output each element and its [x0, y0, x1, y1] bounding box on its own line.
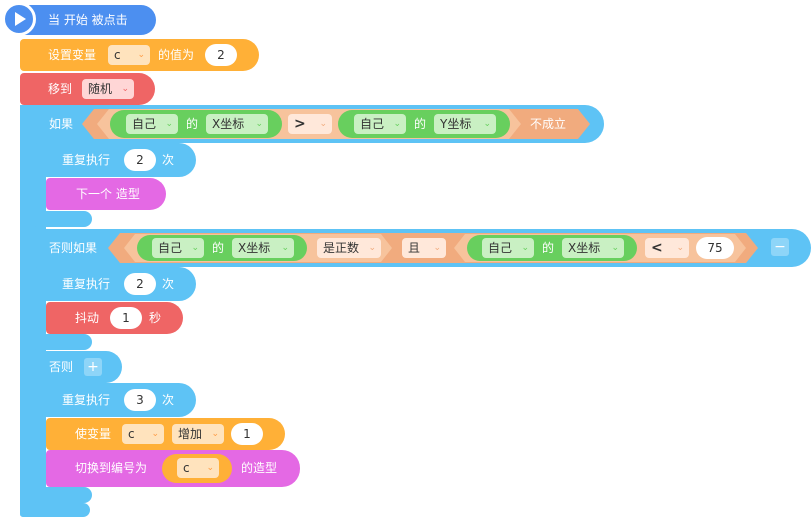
sprite-dropdown-value: 自己: [158, 241, 183, 255]
property-dropdown-value: X坐标: [238, 241, 271, 255]
chevron-down-icon: ⌄: [121, 84, 129, 94]
chevron-down-icon: ⌄: [211, 429, 219, 439]
switch-costume-suffix: 的造型: [241, 461, 278, 475]
play-icon: [2, 2, 36, 36]
change-operation-dropdown[interactable]: 增加 ⌄: [172, 424, 224, 444]
plus-icon: +: [87, 359, 99, 375]
chevron-down-icon: ⌄: [165, 119, 173, 129]
number-check-value: 是正数: [323, 241, 360, 255]
repeat-label: 重复执行: [62, 277, 111, 291]
repeat-times-label: 次: [162, 153, 175, 167]
of-label: 的: [542, 241, 555, 255]
repeat-times-label: 次: [162, 393, 175, 407]
chevron-down-icon: ⌄: [611, 243, 619, 253]
move-target-value: 随机: [88, 82, 113, 96]
repeat-block-bottom: [34, 211, 92, 227]
variable-dropdown[interactable]: c ⌄: [177, 458, 219, 478]
chevron-down-icon: ⌄: [319, 119, 327, 129]
property-dropdown[interactable]: X坐标 ⌄: [232, 238, 294, 258]
move-target-dropdown[interactable]: 随机 ⌄: [82, 79, 134, 99]
repeat-count-input[interactable]: 2: [124, 149, 156, 171]
chevron-down-icon: ⌄: [433, 243, 441, 253]
repeat-block[interactable]: [34, 143, 196, 177]
repeat-count-input[interactable]: 3: [124, 389, 156, 411]
if-label: 如果: [49, 117, 74, 131]
chevron-down-icon: ⌄: [281, 243, 289, 253]
shake-duration-input[interactable]: 1: [110, 307, 142, 329]
else-if-label: 否则如果: [49, 241, 98, 255]
repeat-label: 重复执行: [62, 393, 111, 407]
sprite-dropdown-value: 自己: [360, 117, 385, 131]
sprite-dropdown[interactable]: 自己 ⌄: [152, 238, 204, 258]
variable-dropdown-value: c: [114, 48, 121, 62]
comparison-operator-value: >: [294, 116, 306, 132]
of-label: 的: [414, 117, 427, 131]
if-else-bottom-cap: [20, 503, 90, 517]
logic-operator-value: 且: [408, 241, 421, 255]
set-variable-label: 设置变量: [48, 48, 97, 62]
minus-icon: −: [774, 239, 786, 255]
change-variable-label: 使变量: [75, 427, 112, 441]
move-to-label: 移到: [48, 82, 73, 96]
chevron-down-icon: ⌄: [137, 50, 145, 60]
sprite-dropdown-value: 自己: [488, 241, 513, 255]
property-dropdown-value: X坐标: [568, 241, 601, 255]
variable-dropdown-value: c: [128, 427, 135, 441]
change-operation-value: 增加: [178, 427, 203, 441]
number-check-dropdown[interactable]: 是正数 ⌄: [317, 238, 381, 258]
if-else-spine: [20, 105, 34, 517]
repeat-label: 重复执行: [62, 153, 111, 167]
comparison-operator-dropdown[interactable]: > ⌄: [288, 114, 332, 134]
repeat-block-bottom: [34, 334, 92, 350]
sprite-dropdown[interactable]: 自己 ⌄: [482, 238, 534, 258]
repeat-times-label: 次: [162, 277, 175, 291]
of-label: 的: [186, 117, 199, 131]
chevron-down-icon: ⌄: [255, 119, 263, 129]
repeat-block[interactable]: [34, 383, 196, 417]
comparison-operator-value: <: [651, 240, 663, 256]
chevron-down-icon: ⌄: [521, 243, 529, 253]
chevron-down-icon: ⌄: [483, 119, 491, 129]
variable-dropdown[interactable]: c ⌄: [108, 45, 150, 65]
compare-value-input[interactable]: 75: [696, 237, 734, 259]
sprite-dropdown[interactable]: 自己 ⌄: [126, 114, 178, 134]
property-dropdown[interactable]: Y坐标 ⌄: [434, 114, 496, 134]
chevron-down-icon: ⌄: [151, 429, 159, 439]
comparison-operator-dropdown[interactable]: < ⌄: [645, 238, 689, 258]
add-else-if-button[interactable]: +: [84, 358, 102, 376]
property-dropdown[interactable]: X坐标 ⌄: [206, 114, 268, 134]
set-variable-of-label: 的值为: [158, 48, 195, 62]
sprite-dropdown-value: 自己: [132, 117, 157, 131]
property-dropdown-value: Y坐标: [440, 117, 472, 131]
chevron-down-icon: ⌄: [206, 463, 214, 473]
variable-dropdown[interactable]: c ⌄: [122, 424, 164, 444]
shake-unit-label: 秒: [149, 311, 162, 325]
repeat-count-input[interactable]: 2: [124, 273, 156, 295]
not-label: 不成立: [530, 117, 567, 131]
chevron-down-icon: ⌄: [191, 243, 199, 253]
chevron-down-icon: ⌄: [368, 243, 376, 253]
else-header[interactable]: [20, 351, 122, 383]
change-amount-input[interactable]: 1: [231, 423, 263, 445]
variable-dropdown-value: c: [183, 461, 190, 475]
chevron-down-icon: ⌄: [676, 243, 684, 253]
shake-label: 抖动: [75, 311, 100, 325]
switch-costume-label: 切换到编号为: [75, 461, 148, 475]
next-costume-block[interactable]: [46, 178, 166, 210]
set-variable-value-input[interactable]: 2: [205, 44, 237, 66]
chevron-down-icon: ⌄: [393, 119, 401, 129]
next-costume-label: 下一个 造型: [76, 187, 140, 201]
repeat-block-bottom: [34, 487, 92, 503]
property-dropdown[interactable]: X坐标 ⌄: [562, 238, 624, 258]
hat-label: 当 开始 被点击: [48, 13, 128, 27]
sprite-dropdown[interactable]: 自己 ⌄: [354, 114, 406, 134]
logic-operator-dropdown[interactable]: 且 ⌄: [402, 238, 446, 258]
else-label: 否则: [49, 360, 74, 374]
repeat-block[interactable]: [34, 267, 196, 301]
of-label: 的: [212, 241, 225, 255]
property-dropdown-value: X坐标: [212, 117, 245, 131]
remove-else-if-button[interactable]: −: [771, 238, 789, 256]
